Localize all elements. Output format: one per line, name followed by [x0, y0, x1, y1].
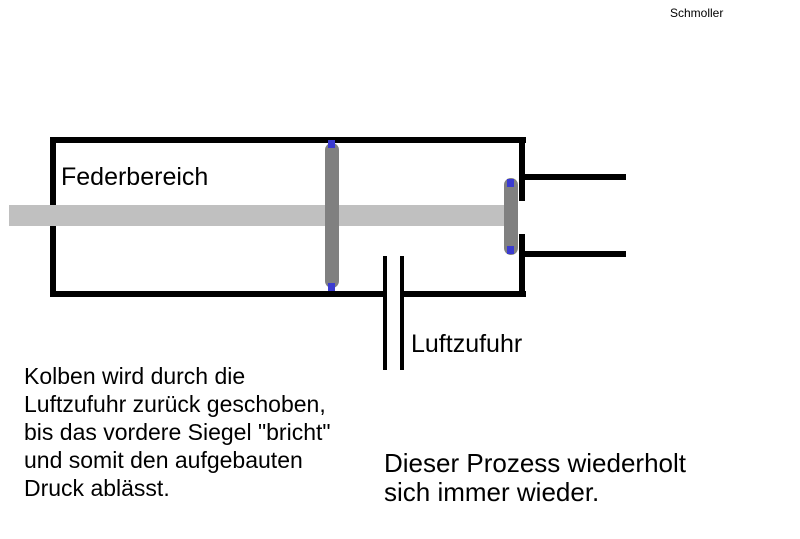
piston [325, 143, 339, 288]
front-seal [504, 178, 518, 255]
chamber-label: Federbereich [61, 163, 209, 191]
chamber-right-wall-lower [519, 234, 525, 297]
air-inlet-pipe-left [383, 256, 387, 370]
piston-rod [9, 205, 505, 226]
left-note-line-1: Kolben wird durch die [24, 363, 246, 389]
outlet-line-upper [519, 174, 626, 180]
right-note-line-1: Dieser Prozess wiederholt [384, 448, 687, 478]
chamber-bottom-edge-right [401, 291, 526, 297]
right-note-line-2: sich immer wieder. [384, 477, 600, 507]
front-seal-handle-bottom [507, 246, 514, 254]
piston-handle-top [328, 140, 335, 148]
front-seal-handle-top [507, 179, 514, 187]
left-note: Kolben wird durch die Luftzufuhr zurück … [24, 362, 331, 502]
outlet-line-lower [519, 251, 626, 257]
piston-handle-bottom [328, 283, 335, 291]
air-supply-label: Luftzufuhr [411, 330, 523, 358]
chamber-top-edge [50, 137, 526, 143]
left-note-line-5: Druck ablässt. [24, 475, 170, 501]
chamber-bottom-edge-left [50, 291, 387, 297]
air-inlet-pipe-right [400, 256, 404, 370]
left-note-line-4: und somit den aufgebauten [24, 447, 303, 473]
author-label: Schmoller [670, 6, 724, 20]
left-note-line-2: Luftzufuhr zurück geschoben, [24, 391, 326, 417]
chamber-right-wall-upper [519, 137, 525, 201]
right-note: Dieser Prozess wiederholt sich immer wie… [384, 449, 686, 507]
left-note-line-3: bis das vordere Siegel "bricht" [24, 419, 331, 445]
